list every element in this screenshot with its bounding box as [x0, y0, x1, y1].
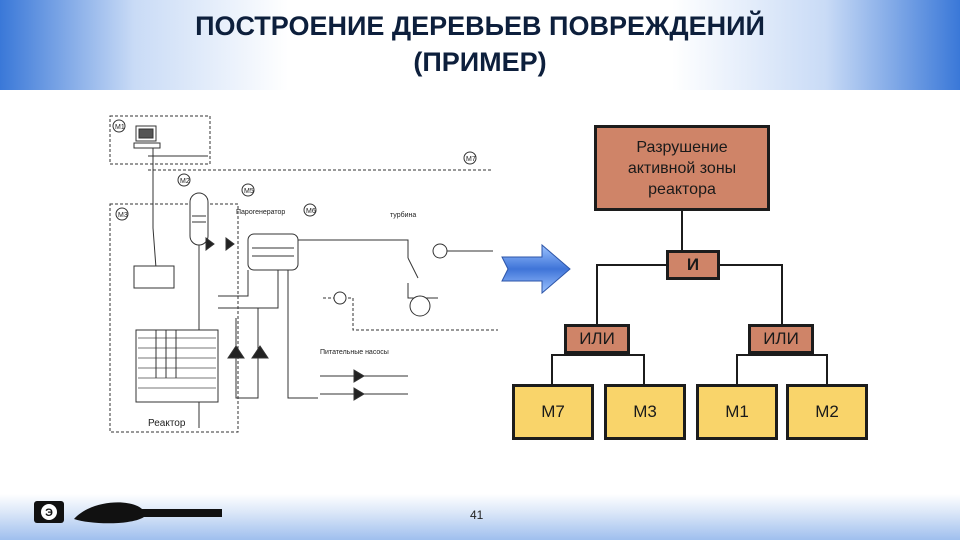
- controller-box: [133, 265, 175, 289]
- condenser-pump-icon: [409, 295, 431, 317]
- label-turbine: турбина: [390, 211, 416, 219]
- steam-generator: [247, 233, 299, 271]
- title-line-1: ПОСТРОЕНИЕ ДЕРЕВЬЕВ ПОВРЕЖДЕНИЙ: [195, 11, 765, 41]
- feed-pump-icon: [353, 369, 365, 383]
- svg-text:Э: Э: [45, 507, 53, 519]
- or-gate-right: ИЛИ: [748, 324, 814, 354]
- primary-pump-icon: [227, 345, 245, 359]
- header-band: [0, 0, 960, 90]
- page-title: ПОСТРОЕНИЕ ДЕРЕВЬЕВ ПОВРЕЖДЕНИЙ (ПРИМЕР): [0, 8, 960, 80]
- page-number: 41: [470, 508, 484, 522]
- process-schematic: M1 M2 M3 M5 M6 M7 Парогенератор турбина …: [109, 115, 498, 433]
- company-logo: Э: [34, 501, 222, 524]
- top-event: Разрушение активной зоны реактора: [594, 125, 770, 211]
- control-room-boundary: [109, 115, 211, 165]
- computer-icon: [133, 125, 161, 149]
- basic-event-m2: М2: [786, 384, 868, 440]
- basic-event-m1: М1: [696, 384, 778, 440]
- label-m2: M2: [180, 178, 190, 185]
- label-m5: M5: [244, 188, 254, 195]
- label-feed-pumps: Питательные насосы: [320, 349, 389, 356]
- reactor-vessel: [135, 329, 219, 403]
- pressurizer-vessel: [189, 192, 209, 246]
- or-gate-left: ИЛИ: [564, 324, 630, 354]
- label-steam-generator: Парогенератор: [236, 209, 285, 216]
- basic-event-m3: М3: [604, 384, 686, 440]
- label-m7: M7: [466, 156, 476, 163]
- label-m6: M6: [306, 208, 316, 215]
- feed-pump-icon: [353, 387, 365, 401]
- title-line-2: (ПРИМЕР): [413, 47, 547, 77]
- reactor-boundary: [109, 203, 239, 433]
- right-arrow-icon: [501, 243, 571, 295]
- label-m3: M3: [118, 212, 128, 219]
- label-m1: M1: [115, 124, 125, 131]
- primary-pump-icon: [251, 345, 269, 359]
- generator-icon: [432, 243, 448, 259]
- and-gate: И: [666, 250, 720, 280]
- label-reactor: Реактор: [148, 418, 186, 429]
- basic-event-m7: М7: [512, 384, 594, 440]
